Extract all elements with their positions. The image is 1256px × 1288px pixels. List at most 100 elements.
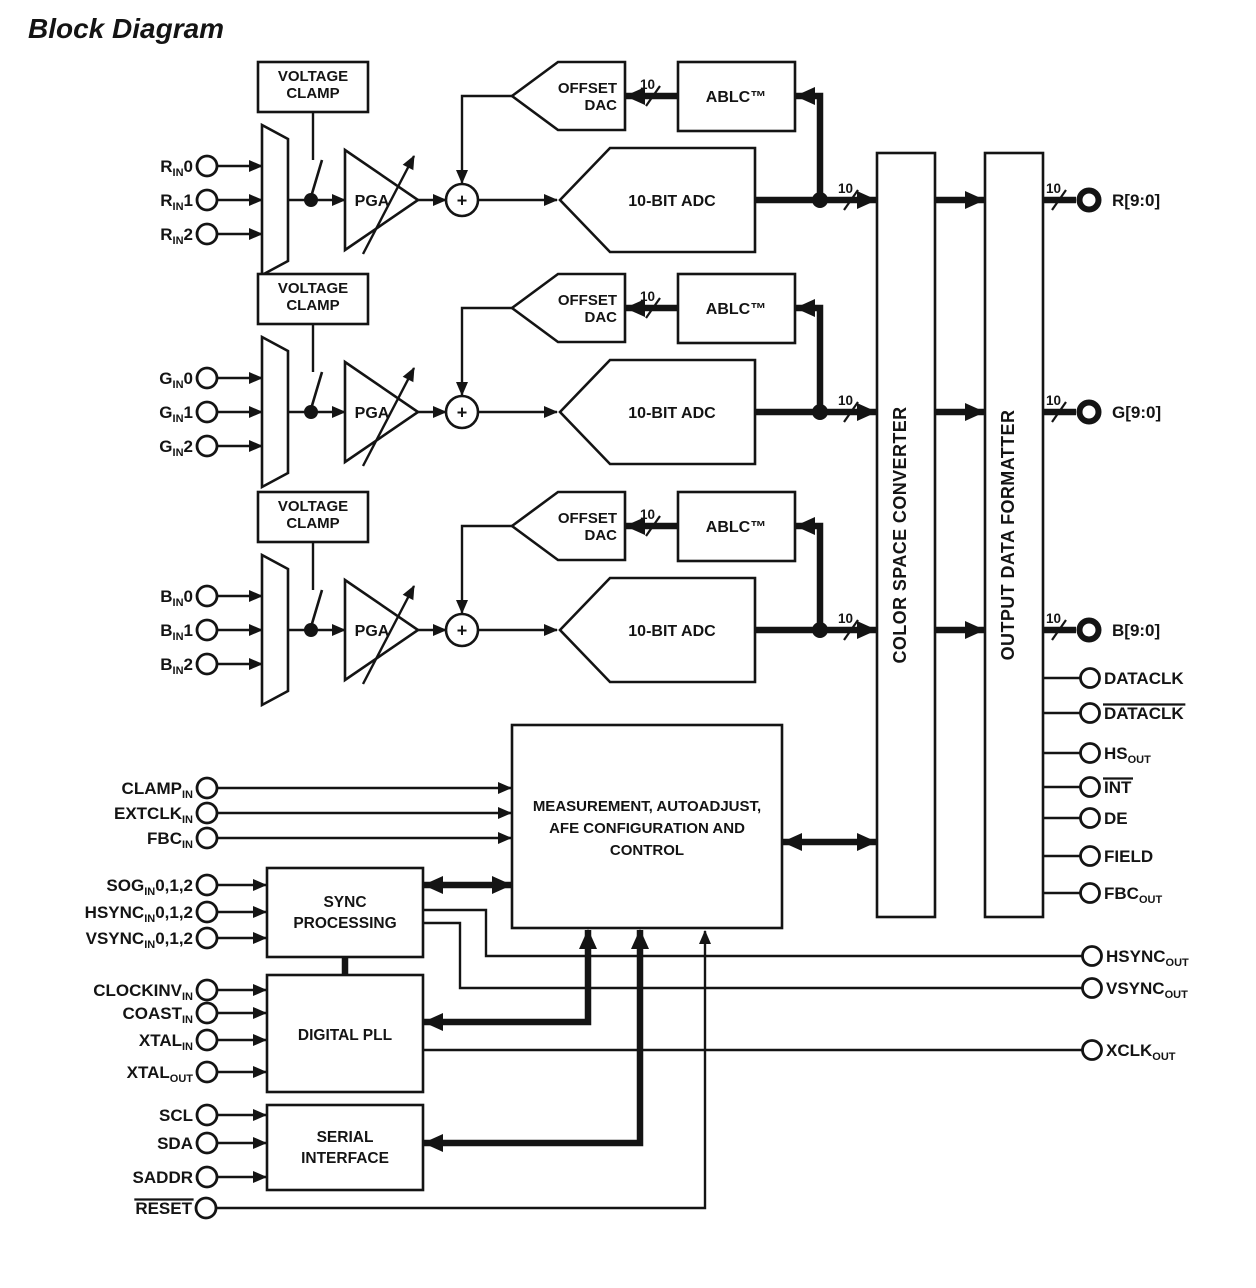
bus-width-label: 10 bbox=[1046, 611, 1061, 626]
pin-label-part: IN bbox=[182, 1014, 193, 1026]
pin-label-part: SDA bbox=[157, 1134, 193, 1153]
pin-label-part: HSYNC bbox=[85, 903, 145, 922]
far-output-label: VSYNCOUT bbox=[1106, 979, 1188, 1001]
pin-label-part: DATACLK bbox=[1104, 704, 1184, 723]
pin-label-part: IN bbox=[173, 235, 184, 247]
pin-label-part: 1 bbox=[184, 403, 193, 422]
output-pin-circle bbox=[1081, 977, 1103, 999]
summer-plus: + bbox=[457, 621, 468, 641]
input-mux bbox=[260, 552, 290, 708]
bus-width-label: 10 bbox=[640, 289, 655, 304]
voltage-clamp-label: VOLTAGE bbox=[278, 68, 348, 85]
input-pin-circle bbox=[195, 154, 219, 178]
pin-label-part: 0,1,2 bbox=[155, 876, 193, 895]
sync-pin-label: SOGIN0,1,2 bbox=[106, 876, 193, 898]
sync-pin-label: HSYNCIN0,1,2 bbox=[85, 903, 193, 925]
voltage-clamp-box bbox=[256, 60, 370, 114]
input-pin-circle bbox=[195, 188, 219, 212]
pin-label-part: FBC bbox=[1104, 884, 1139, 903]
pin-label-part: EXTCLK bbox=[114, 804, 183, 823]
measurement-label: AFE CONFIGURATION AND bbox=[549, 820, 745, 837]
measurement-label: MEASUREMENT, AUTOADJUST, bbox=[533, 798, 761, 815]
pin-label-part: XTAL bbox=[139, 1031, 182, 1050]
pin-label-part: OUT bbox=[1166, 957, 1190, 969]
pin-label-part: OUT bbox=[1165, 989, 1189, 1001]
input-pin-label: BIN2 bbox=[160, 655, 193, 677]
input-pin-circle bbox=[195, 900, 219, 924]
bus-width-label: 10 bbox=[1046, 181, 1061, 196]
input-pin-circle bbox=[195, 1103, 219, 1127]
bus-slash bbox=[1051, 189, 1067, 211]
input-pin-label: BIN1 bbox=[160, 621, 193, 643]
pga-amplifier bbox=[343, 359, 421, 465]
digital-pll-box bbox=[265, 973, 425, 1094]
reset-pin-label: RESET bbox=[135, 1199, 192, 1218]
pin-label-part: 0,1,2 bbox=[155, 903, 193, 922]
pin-label-part: HSYNC bbox=[1106, 947, 1166, 966]
bus-output-label: R[9:0] bbox=[1112, 191, 1160, 210]
bus-slash bbox=[843, 189, 859, 211]
input-pin-circle bbox=[195, 826, 219, 850]
pll-pin-label: CLOCKINVIN bbox=[93, 981, 193, 1003]
bus-slash bbox=[843, 619, 859, 641]
clamp-node-dot bbox=[304, 623, 318, 637]
pin-label-part: SOG bbox=[106, 876, 144, 895]
output-pin-circle bbox=[1079, 776, 1101, 798]
reset-wire bbox=[216, 930, 711, 1210]
offset-dac-label: DAC bbox=[585, 527, 618, 544]
pin-label-part: COAST bbox=[123, 1004, 183, 1023]
measurement-pll-bus bbox=[423, 929, 597, 1031]
bus-slash bbox=[1051, 619, 1067, 641]
bus-output-label: B[9:0] bbox=[1112, 621, 1160, 640]
sync-processing-label: SYNC bbox=[323, 894, 366, 911]
measurement-serial-bus bbox=[423, 929, 649, 1152]
pin-label-part: OUT bbox=[1152, 1051, 1176, 1063]
switch-blade bbox=[309, 589, 324, 628]
pin-label-part: IN bbox=[182, 814, 193, 826]
pin-label-part: XTAL bbox=[127, 1063, 170, 1082]
serial-pin-label: SDA bbox=[157, 1134, 193, 1153]
input-pin-label: GIN2 bbox=[159, 437, 193, 459]
input-pin-circle bbox=[195, 1131, 219, 1155]
input-pin-circle bbox=[195, 584, 219, 608]
pga-amplifier bbox=[343, 147, 421, 253]
output-pin-circle bbox=[1079, 845, 1101, 867]
clamp-node-dot bbox=[304, 405, 318, 419]
input-pin-circle bbox=[195, 1028, 219, 1052]
pin-label-part: IN bbox=[173, 413, 184, 425]
bus-slash bbox=[843, 401, 859, 423]
gain-arrow bbox=[361, 155, 416, 255]
bus-output-pin-ring bbox=[1076, 617, 1102, 643]
bus-width-label: 10 bbox=[1046, 393, 1061, 408]
control-pin-label: FBCIN bbox=[147, 829, 193, 851]
data-output-label: FIELD bbox=[1104, 847, 1153, 866]
bus-output-pin-ring bbox=[1076, 399, 1102, 425]
pin-label-part: IN bbox=[182, 839, 193, 851]
pll-pin-label: COASTIN bbox=[123, 1004, 194, 1026]
pin-label-part: FIELD bbox=[1104, 847, 1153, 866]
offset-dac-label: OFFSET bbox=[558, 80, 617, 97]
summer-plus: + bbox=[457, 403, 468, 423]
adc-label: 10-BIT ADC bbox=[628, 405, 716, 422]
pin-label-part: 0,1,2 bbox=[155, 929, 193, 948]
pin-label-part: HS bbox=[1104, 744, 1128, 763]
vsync-out-wire bbox=[423, 921, 1082, 990]
input-pin-label: GIN0 bbox=[159, 369, 193, 391]
bus-width-label: 10 bbox=[838, 393, 853, 408]
switch-blade bbox=[309, 159, 324, 198]
pin-label-part: IN bbox=[144, 886, 155, 898]
pin-label-part: B bbox=[160, 655, 172, 674]
pll-pin-label: XTALOUT bbox=[127, 1063, 194, 1085]
summer-plus: + bbox=[457, 191, 468, 211]
switch-blade bbox=[309, 371, 324, 410]
color-space-converter-box bbox=[875, 151, 937, 919]
pin-label-part: SADDR bbox=[133, 1168, 193, 1187]
input-pin-label: BIN0 bbox=[160, 587, 193, 609]
ablc-feedback-bus bbox=[795, 517, 824, 630]
input-pin-circle bbox=[195, 618, 219, 642]
pin-label-part: CLAMP bbox=[122, 779, 182, 798]
ablc-feedback-bus bbox=[795, 87, 824, 200]
pin-label-part: IN bbox=[173, 379, 184, 391]
bus-width-label: 10 bbox=[640, 77, 655, 92]
